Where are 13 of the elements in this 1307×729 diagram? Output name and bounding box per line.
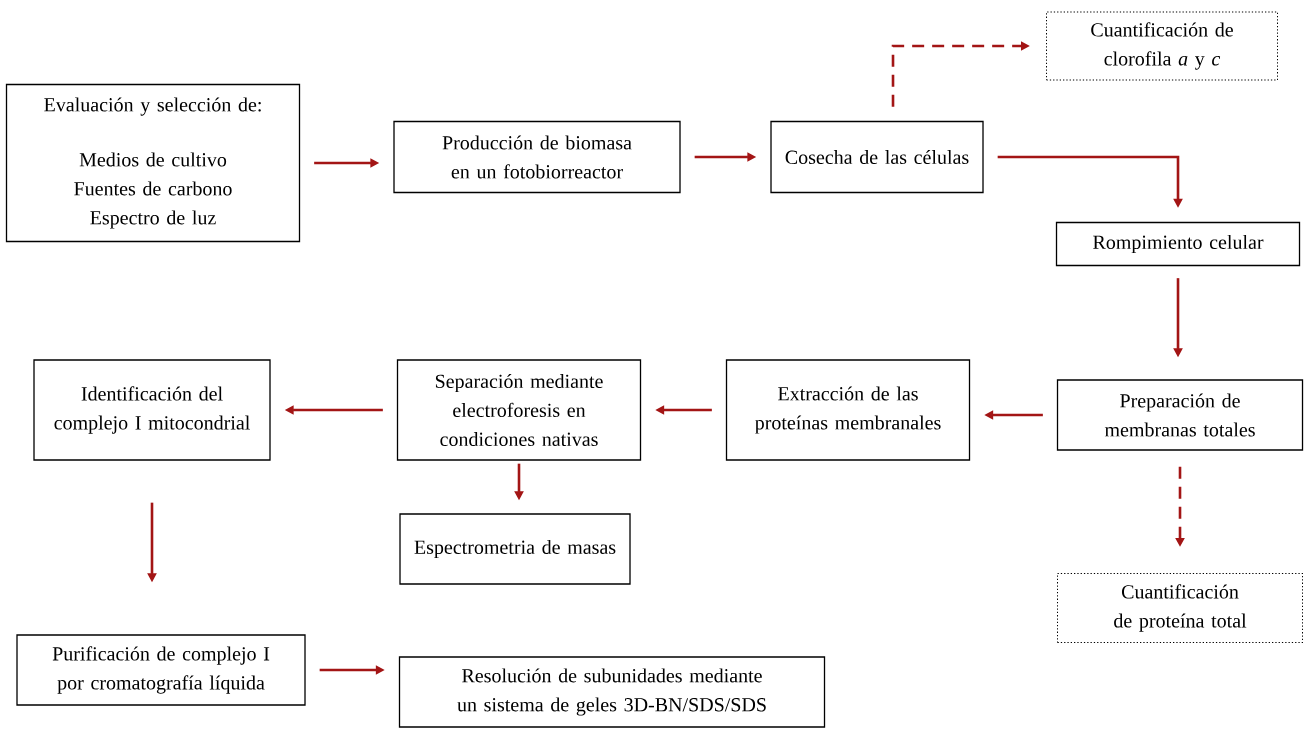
dotted-box: Cuantificación de clorofila a y c — [1046, 11, 1278, 81]
process-box: Cosecha de las células — [770, 120, 984, 194]
process-box: Separación mediante electroforesis en condiciones nativas — [396, 359, 642, 461]
process-box: Producción de biomasa en un fotobiorreactor — [393, 120, 681, 194]
process-box: Resolución de subunidades mediante un sistema de geles 3D-BN/SDS/SDS — [398, 656, 826, 728]
process-box: Rompimiento celular — [1055, 221, 1301, 267]
dotted-box: Cuantificación de proteína total — [1057, 573, 1303, 643]
process-box: Espectrometria de masas — [399, 513, 631, 585]
process-box: Identificación del complejo I mitocondrial — [33, 359, 271, 461]
process-box: Extracción de las proteínas membranales — [725, 359, 971, 461]
process-box: Evaluación y selección de: Medios de cultivo Fuentes de carbono Espectro de luz — [5, 83, 301, 243]
process-box: Preparación de membranas totales — [1056, 379, 1304, 451]
process-box: Purificación de complejo I por cromatografía líquida — [16, 634, 306, 706]
